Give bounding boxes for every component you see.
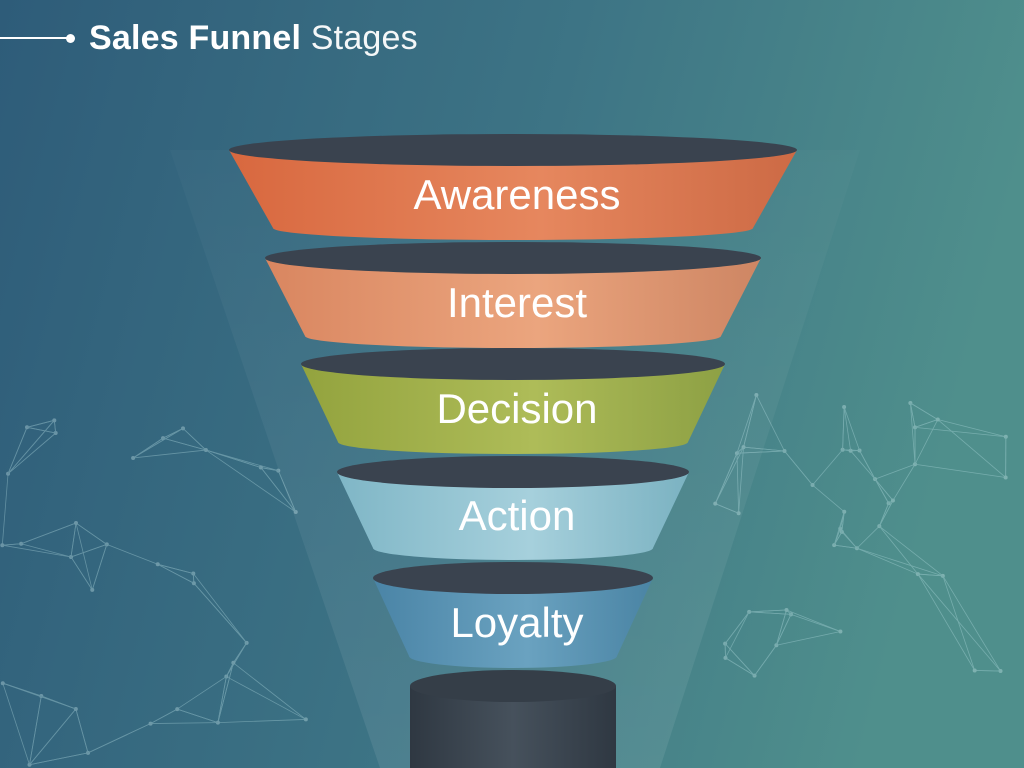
funnel-stage-body <box>337 472 689 560</box>
funnel-stage-body <box>229 150 797 240</box>
header-dot <box>66 33 75 43</box>
funnel-stage-decision: Decision <box>301 348 725 454</box>
funnel-stage-rim <box>229 134 797 166</box>
header: Sales Funnel Stages <box>0 14 418 62</box>
funnel-stage-label: Loyalty <box>450 599 583 646</box>
title-light: Stages <box>310 18 418 57</box>
page-title: Sales Funnel Stages <box>89 19 418 58</box>
funnel-stage-rim <box>301 348 725 380</box>
title-bold: Sales Funnel <box>89 18 302 57</box>
funnel-stage-rim <box>373 562 653 594</box>
funnel-stage-label: Interest <box>447 279 587 326</box>
funnel-stage-loyalty: Loyalty <box>373 562 653 668</box>
funnel-stage-body <box>265 258 761 348</box>
funnel-stage-body <box>301 364 725 454</box>
header-line <box>0 37 68 39</box>
funnel-base-top <box>410 670 616 702</box>
funnel-stage-awareness: Awareness <box>229 134 797 240</box>
funnel-stage-rim <box>337 456 689 488</box>
funnel-stage-body <box>373 578 653 668</box>
funnel-stage-label: Decision <box>436 385 597 432</box>
funnel-stage-label: Awareness <box>413 171 620 218</box>
funnel-stage-action: Action <box>337 456 689 560</box>
funnel-stage-rim <box>265 242 761 274</box>
funnel-base <box>410 670 616 768</box>
funnel-stage-label: Action <box>459 492 576 539</box>
funnel-stage-interest: Interest <box>265 242 761 348</box>
